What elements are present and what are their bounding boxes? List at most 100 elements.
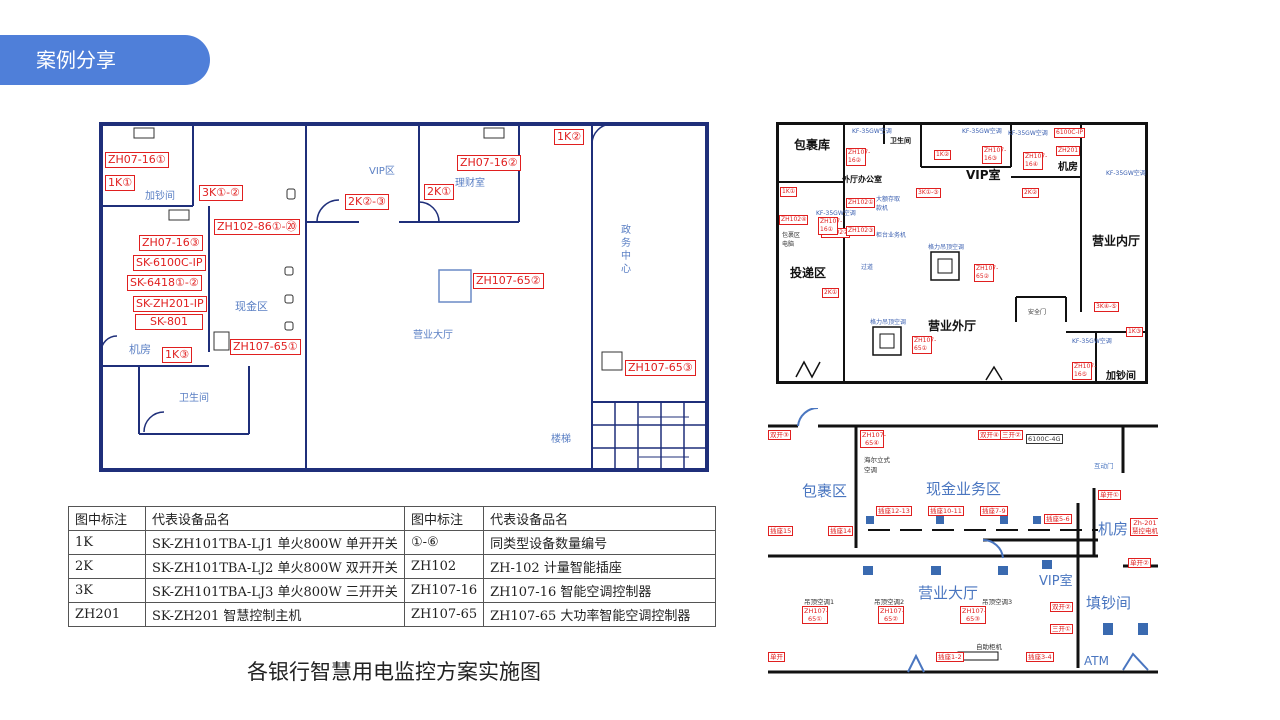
ac-unit-label: KF-35GW空调 (816, 210, 856, 217)
table-cell: 3K (68, 578, 146, 603)
figure-caption: 各银行智慧用电监控方案实施图 (247, 660, 541, 684)
device-label: Zh-201慧控电机 (1130, 518, 1158, 536)
device-label: 3K①-③ (916, 188, 941, 198)
table-row: 2K SK-ZH101TBA-LJ2 单火800W 双开开关 ZH102 ZH-… (68, 554, 716, 579)
room-inner-hall: 营业内厅 (1092, 234, 1141, 248)
device-label: ZH107-65③ (960, 606, 987, 624)
device-label: SK-801 (135, 314, 203, 330)
device-label: ZH107-65① (912, 336, 937, 354)
room-parcel-pc: 包裹区电脑 (782, 232, 801, 248)
room-corridor: 过道 (861, 264, 874, 271)
section-tab: 案例分享 (0, 35, 210, 85)
device-label: 6100C-IP (1054, 128, 1086, 138)
table-cell: ①-⑥ (403, 530, 485, 555)
device-label: 单开② (1128, 558, 1151, 568)
device-label: SK-ZH201-IP (133, 296, 207, 312)
floor-plan-left-walls (99, 122, 709, 472)
device-label: 单开① (1098, 490, 1121, 500)
legend-table: 图中标注 代表设备品名 图中标注 代表设备品名 1K SK-ZH101TBA-L… (68, 506, 716, 627)
device-label: 插座15 (768, 526, 794, 536)
device-label: 插座3-4 (1026, 652, 1054, 662)
device-label: ZH07-16① (105, 152, 169, 168)
device-label: 2K②-③ (345, 194, 389, 210)
label-ac3: 吊顶空调3 (982, 598, 1013, 606)
table-cell: ZH107-65 (403, 602, 485, 627)
room-vip: VIP区 (369, 166, 395, 177)
room-wc: 卫生间 (890, 137, 911, 145)
room-outer-hall: 营业外厅 (928, 319, 977, 333)
ac-unit-label: KF-35GW空调 (1106, 170, 1146, 177)
device-label: 2K② (1022, 188, 1040, 198)
device-label: ZH107-65② (878, 606, 905, 624)
device-label: ZH102③ (846, 226, 876, 236)
device-label: 1K① (105, 175, 136, 191)
room-safe-door: 安全门 (1028, 309, 1047, 316)
table-cell: ZH107-16 (403, 578, 485, 603)
device-label: 插座5-6 (1044, 514, 1072, 524)
device-label: ZH107-65② (974, 264, 999, 282)
device-label: 1K② (934, 150, 952, 160)
device-label: ZH201 (1056, 146, 1081, 156)
label-self-service: 自助柜机 (976, 643, 1002, 651)
device-label: ZH107-16⑤ (1072, 362, 1097, 380)
device-label: 单开 (768, 652, 785, 662)
device-label: ZH107-16④ (1023, 152, 1048, 170)
room-fill: 填钞间 (1086, 594, 1132, 612)
room-cash-area: 现金区 (235, 300, 268, 313)
device-label: 6100C-4G (1026, 434, 1063, 444)
section-tab-label: 案例分享 (36, 48, 116, 72)
device-label: ZH107-16② (846, 148, 871, 166)
room-vending: 大额存取款机 (876, 196, 901, 212)
table-cell: 2K (68, 554, 146, 579)
label-inter-door: 互动门 (1094, 462, 1114, 470)
room-cash-room: 加钞间 (145, 191, 175, 202)
ac-unit-label: KF-35GW空调 (1072, 338, 1112, 345)
room-hall: 营业大厅 (918, 584, 979, 602)
device-label: ZH07-16② (457, 155, 521, 171)
room-machine: 机房 (129, 343, 151, 356)
room-cash-biz: 现金业务区 (926, 480, 1002, 498)
table-cell: 1K (68, 530, 146, 555)
table-cell: 同类型设备数量编号 (483, 530, 716, 555)
room-toilet: 卫生间 (179, 393, 209, 404)
room-cash: 加钞间 (1106, 371, 1136, 382)
device-label: 2K① (424, 184, 455, 200)
device-label: 插座14 (828, 526, 854, 536)
room-vip: VIP室 (966, 168, 1001, 182)
table-cell: SK-ZH101TBA-LJ2 单火800W 双开开关 (145, 554, 405, 579)
floor-plan-right-bottom-walls (768, 408, 1158, 674)
device-label: 3K④-⑤ (1094, 302, 1119, 312)
device-label: 三开② (1000, 430, 1023, 440)
device-label: 三开① (1050, 624, 1073, 634)
device-label: ZH107-65① (802, 606, 829, 624)
device-label: 双开③ (768, 430, 791, 440)
device-label: 双开② (1050, 602, 1073, 612)
device-label: 插座10-11 (928, 506, 964, 516)
room-vip: VIP室 (1039, 574, 1073, 589)
room-parcel: 包裹库 (794, 138, 831, 152)
room-ac1: 格力吊顶空调 (928, 244, 965, 251)
label-ac-stand: 海尔立式空调 (864, 456, 890, 474)
device-label: 1K① (780, 187, 798, 197)
device-label: ZH07-16③ (139, 235, 203, 251)
table-header: 代表设备品名 (145, 506, 405, 531)
table-cell: ZH107-16 智能空调控制器 (483, 578, 716, 603)
table-row: 3K SK-ZH101TBA-LJ3 单火800W 三开开关 ZH107-16 … (68, 578, 716, 603)
room-hall: 营业大厅 (413, 330, 453, 341)
table-header: 图中标注 (403, 506, 485, 531)
room-finance: 理财室 (455, 178, 485, 189)
table-cell: SK-ZH201 智慧控制主机 (145, 602, 405, 627)
device-label: ZH102① (846, 198, 876, 208)
table-header: 图中标注 (68, 506, 146, 531)
room-stairs: 楼梯 (551, 434, 571, 445)
room-ac2: 格力吊顶空调 (870, 319, 907, 326)
room-atm: ATM (1084, 654, 1109, 668)
floor-plan-right-bottom: 包裹区 现金业务区 机房 营业大厅 VIP室 填钞间 ATM 海尔立式空调 吊顶… (768, 408, 1158, 676)
device-label: ZH107-65① (230, 339, 301, 355)
room-counter: 柜台业务机 (876, 232, 907, 239)
device-label: ZH102-86①-⑳ (214, 219, 300, 235)
device-label: 插座1-2 (936, 652, 964, 662)
device-label: 1K③ (162, 347, 193, 363)
device-label: 1K③ (1126, 327, 1144, 337)
device-label: 1K② (554, 129, 585, 145)
